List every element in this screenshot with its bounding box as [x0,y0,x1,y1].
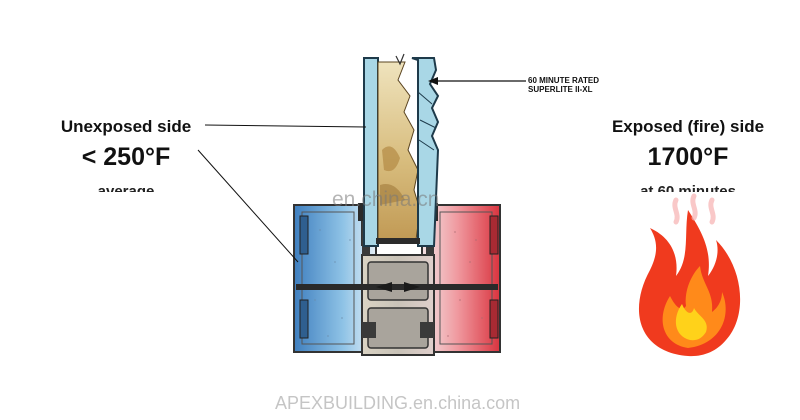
unexposed-side-title: Unexposed side [60,117,192,136]
glass-unit [363,53,440,247]
glass-pane-right [411,57,440,247]
exposed-side-title: Exposed (fire) side [611,117,765,136]
glass-pane-left [363,57,379,247]
watermark-center: en.china.cn [332,188,440,211]
exposed-temperature: 1700°F [647,143,729,171]
unexposed-temp-note: average [97,183,155,192]
callout-line-1: 60 MINUTE RATED [528,76,599,85]
unexposed-leader-diag [197,149,299,263]
flame-icon [638,193,741,357]
callout-line-2: SUPERLITE II-XL [528,85,593,94]
unexposed-leader-top [204,124,367,128]
product-callout: 60 MINUTE RATED SUPERLITE II-XL [528,76,599,94]
fastener-band [296,284,498,290]
watermark-bottom: APEXBUILDING.en.china.com [275,393,521,413]
unexposed-temperature: < 250°F [81,143,171,171]
exposed-temp-note: at 60 minutes [640,183,736,192]
